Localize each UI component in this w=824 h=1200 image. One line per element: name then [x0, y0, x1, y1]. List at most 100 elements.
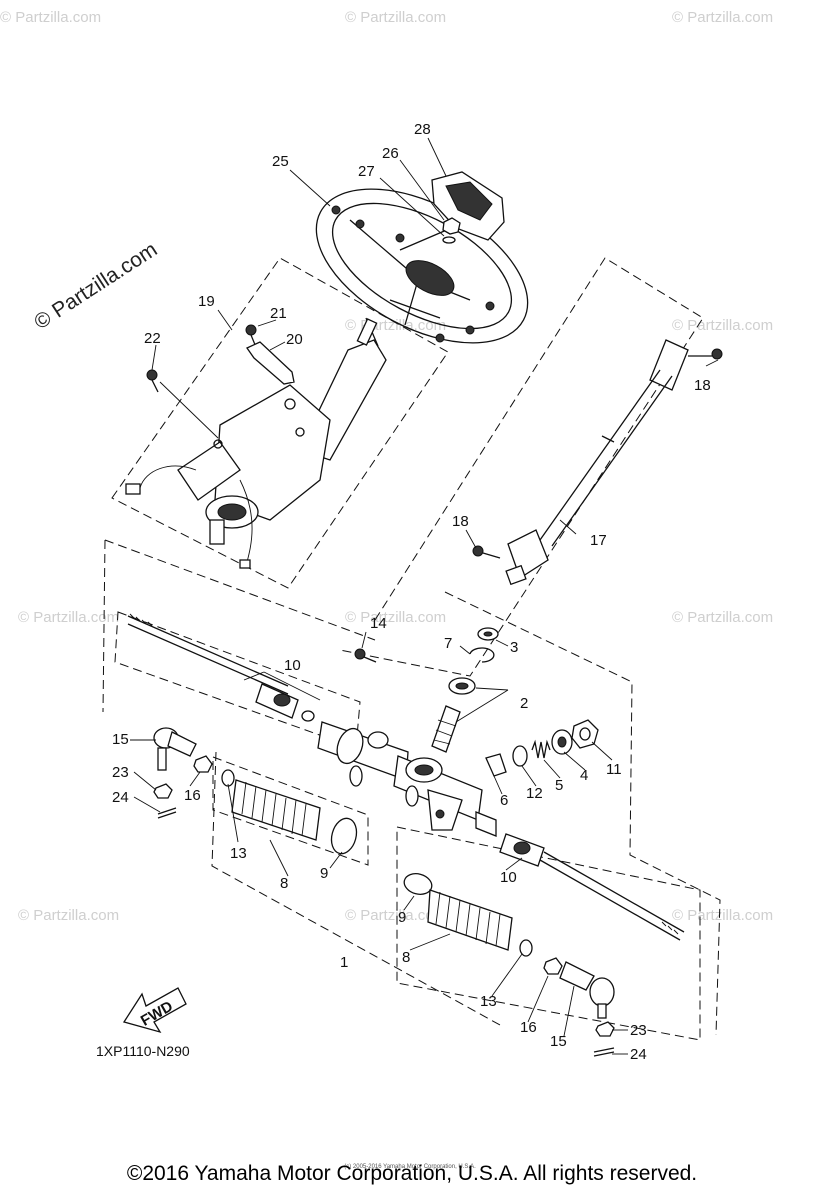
- rack-spring[interactable]: [531, 739, 551, 759]
- watermark-tile: © Partzilla.com: [672, 9, 773, 26]
- callout-7: 7: [444, 635, 452, 652]
- tie-rod-end-right[interactable]: [559, 961, 615, 1019]
- callout-23: 23: [112, 764, 129, 781]
- leader-lines: [130, 137, 719, 1055]
- tie-rod-end-left[interactable]: [153, 727, 197, 771]
- callout-9: 9: [320, 865, 328, 882]
- shaft-pinch-bolt-lower[interactable]: [472, 545, 501, 559]
- callout-3: 3: [510, 639, 518, 656]
- callout-2: 2: [520, 695, 528, 712]
- callout-26: 26: [382, 145, 399, 162]
- cotter-pin-right[interactable]: [593, 1047, 615, 1057]
- watermark-tile: © Partzilla.com: [345, 907, 446, 924]
- group-boundaries: [102, 257, 721, 1041]
- watermark-tile: © Partzilla.com: [345, 609, 446, 626]
- steering-wheel-nut[interactable]: [442, 217, 461, 244]
- left-boot-box: [212, 756, 369, 866]
- callout-12: 12: [526, 785, 543, 802]
- diagram-code: 1XP1110-N290: [96, 1043, 190, 1059]
- forward-arrow: FWD: [122, 987, 187, 1034]
- adjust-screw[interactable]: [551, 729, 573, 755]
- callout-8: 8: [402, 949, 410, 966]
- watermark-tile: © Partzilla.com: [0, 9, 101, 26]
- boot-clamp-left[interactable]: [328, 816, 360, 857]
- callout-15: 15: [550, 1033, 567, 1050]
- callout-11: 11: [606, 761, 622, 778]
- column-mount-bolt[interactable]: [146, 369, 159, 393]
- castle-nut-right[interactable]: [595, 1021, 615, 1037]
- steering-shaft[interactable]: [505, 339, 689, 586]
- right-tierod-box: [396, 826, 701, 1041]
- boot-clamp-right[interactable]: [402, 871, 434, 898]
- callout-19: 19: [198, 293, 215, 310]
- rack-housing[interactable]: [317, 721, 497, 837]
- tie-rod-nut-right[interactable]: [543, 957, 563, 975]
- rack-mount-bolt[interactable]: [354, 648, 377, 663]
- callout-13: 13: [480, 993, 497, 1010]
- watermark-tile: © Partzilla.com: [672, 907, 773, 924]
- callout-18: 18: [452, 513, 469, 530]
- callout-27: 27: [358, 163, 375, 180]
- boot-band-right[interactable]: [519, 939, 533, 957]
- callout-4: 4: [580, 767, 588, 784]
- callout-9: 9: [398, 909, 406, 926]
- watermark-brand: © Partzilla.com: [30, 238, 161, 334]
- callout-16: 16: [520, 1019, 537, 1036]
- callout-13: 13: [230, 845, 247, 862]
- pinion-seal[interactable]: [477, 627, 499, 641]
- steering-column-assembly[interactable]: [125, 317, 387, 569]
- rack-left[interactable]: [127, 613, 289, 695]
- boot-right[interactable]: [427, 889, 513, 951]
- callout-23: 23: [630, 1022, 647, 1039]
- callout-24: 24: [112, 789, 129, 806]
- watermark-tile: © Partzilla.com: [345, 9, 446, 26]
- pinion-gear[interactable]: [431, 705, 461, 753]
- rack-end-right[interactable]: [499, 833, 545, 867]
- column-bracket[interactable]: [246, 341, 295, 385]
- rack-end-left[interactable]: [255, 683, 315, 722]
- callout-14: 14: [370, 615, 387, 632]
- callout-20: 20: [286, 331, 303, 348]
- callout-17: 17: [590, 532, 607, 549]
- callout-24: 24: [630, 1046, 647, 1063]
- callout-8: 8: [280, 875, 288, 892]
- watermark-tile: © Partzilla.com: [18, 609, 119, 626]
- tie-rod-nut-left[interactable]: [193, 755, 213, 773]
- circlip[interactable]: [469, 647, 495, 663]
- callout-1: 1: [340, 954, 348, 971]
- rack-assembly-boundary: [211, 751, 501, 1026]
- watermark-tile: © Partzilla.com: [672, 317, 773, 334]
- callout-28: 28: [414, 121, 431, 138]
- callout-5: 5: [555, 777, 563, 794]
- rack-assembly-boundary: [102, 539, 106, 713]
- footer-fine-print: (c) 2005-2016 Yamaha Motor Corporation, …: [344, 1164, 476, 1170]
- callout-10: 10: [500, 869, 517, 886]
- cotter-pin-left[interactable]: [157, 807, 177, 819]
- boot-band-left[interactable]: [221, 769, 235, 787]
- callout-18: 18: [694, 377, 711, 394]
- rack-right[interactable]: [539, 851, 685, 941]
- steering-wheel-cover[interactable]: [431, 171, 505, 241]
- o-ring[interactable]: [512, 745, 528, 767]
- callout-15: 15: [112, 731, 129, 748]
- callout-6: 6: [500, 792, 508, 809]
- shaft-group-boundary: [339, 257, 704, 677]
- watermark-tile: © Partzilla.com: [672, 609, 773, 626]
- rack-assembly-boundary: [444, 591, 721, 1036]
- watermark-tile: © Partzilla.com: [345, 317, 446, 334]
- left-tierod-box: [114, 611, 361, 749]
- shaft-pinch-bolt-upper[interactable]: [688, 348, 723, 360]
- footer-copyright: ©2016 Yamaha Motor Corporation, U.S.A. A…: [126, 1162, 698, 1185]
- callout-21: 21: [270, 305, 287, 322]
- boot-left[interactable]: [231, 779, 321, 841]
- callout-16: 16: [184, 787, 201, 804]
- callout-22: 22: [144, 330, 161, 347]
- rack-guide[interactable]: [485, 753, 507, 777]
- rack-assembly-boundary: [104, 539, 376, 641]
- watermark-tile: © Partzilla.com: [18, 907, 119, 924]
- pinion-bearing[interactable]: [448, 677, 476, 695]
- callout-numbers: 1 2 3 4 5 6 7 8 8 9 9 10 10 11 12 13 13 …: [112, 121, 711, 1063]
- callout-10: 10: [284, 657, 301, 674]
- castle-nut-left[interactable]: [153, 783, 173, 799]
